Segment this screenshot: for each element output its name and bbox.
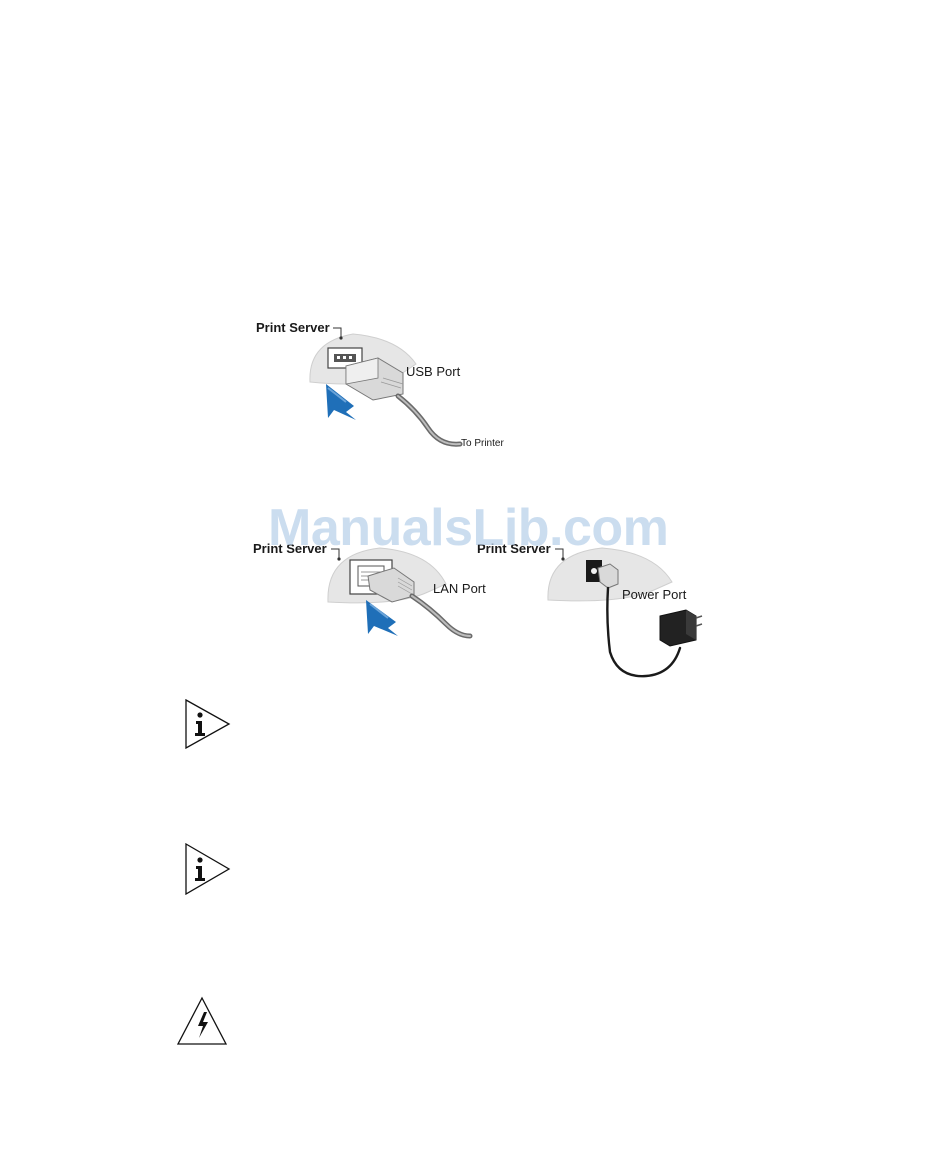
- usb-port-label: USB Port: [406, 364, 460, 379]
- usb-device-leader-line: [333, 326, 347, 345]
- info-note-icon: [185, 843, 231, 900]
- usb-figure-device-label: Print Server: [256, 320, 330, 335]
- electrical-warning-icon: [176, 996, 228, 1053]
- to-printer-label: To Printer: [461, 438, 504, 449]
- usb-connection-figure: [248, 318, 518, 458]
- power-connection-figure: [546, 540, 716, 685]
- watermark: ManualsLib.com: [268, 498, 668, 558]
- lan-port-label: LAN Port: [433, 581, 486, 596]
- info-note-icon: [185, 699, 231, 754]
- power-port-label: Power Port: [622, 587, 686, 602]
